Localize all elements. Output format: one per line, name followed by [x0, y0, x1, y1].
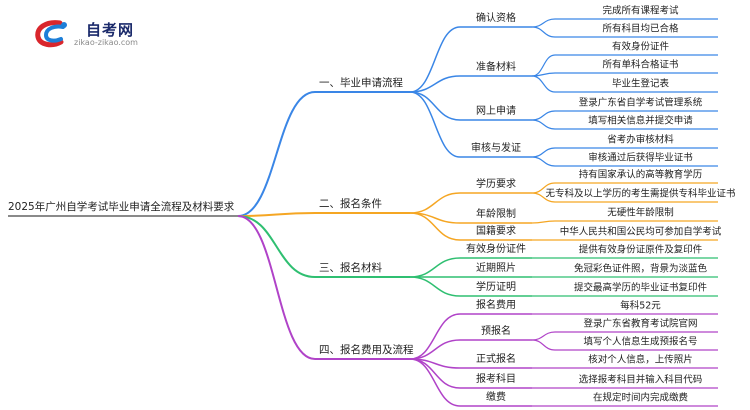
- leaf-label: 在规定时间内完成缴费: [593, 392, 688, 404]
- branch-label: 三、报名材料: [319, 261, 382, 274]
- leaf-connector: [531, 72, 556, 77]
- branch-connector: [237, 91, 316, 217]
- child-label: 预报名: [481, 324, 511, 337]
- branch-label: 一、毕业申请流程: [319, 76, 403, 89]
- leaf-label: 所有科目均已合格: [602, 23, 679, 35]
- logo-url: zikao-zikao.com: [74, 38, 138, 47]
- leaf-label: 省考办审核材料: [607, 134, 674, 146]
- child-connector: [409, 91, 461, 158]
- child-label: 有效身份证件: [466, 242, 526, 255]
- leaf-label: 中华人民共和国公民均可参加自学考试: [560, 226, 722, 238]
- leaf-connector: [531, 119, 556, 130]
- child-connector: [409, 75, 461, 93]
- branch-connector: [237, 215, 316, 278]
- leaf-connector: [531, 147, 556, 158]
- child-label: 审核与发证: [471, 141, 521, 154]
- leaf-label: 免冠彩色证件照，背景为淡蓝色: [574, 263, 708, 275]
- leaf-label: 所有单科合格证书: [602, 59, 679, 71]
- leaf-connector: [531, 192, 556, 203]
- leaf-label: 登录广东省自学考试管理系统: [579, 97, 703, 109]
- child-label: 年龄限制: [476, 207, 516, 220]
- leaf-connector: [531, 75, 556, 93]
- leaf-connector: [531, 26, 556, 38]
- child-connector: [409, 358, 461, 407]
- branch-label: 二、报名条件: [319, 197, 382, 210]
- leaf-label: 持有国家承认的高等教育学历: [579, 169, 703, 181]
- child-connector: [409, 212, 461, 241]
- child-connector: [409, 313, 461, 360]
- leaf-label: 选择报考科目并输入科目代码: [579, 374, 703, 386]
- leaf-connector: [531, 331, 556, 341]
- leaf-label: 登录广东省教育考试院官网: [583, 318, 697, 330]
- child-label: 国籍要求: [476, 224, 516, 237]
- branch-connector: [237, 215, 316, 360]
- leaf-connector: [531, 156, 556, 167]
- leaf-connector: [531, 339, 556, 351]
- branch-label: 四、报名费用及流程: [319, 343, 414, 356]
- root-topic: 2025年广州自学考试毕业申请全流程及材料要求: [8, 200, 235, 213]
- logo-title: 自考网: [86, 21, 135, 39]
- leaf-label: 审核通过后获得毕业证书: [588, 152, 693, 164]
- leaf-connector: [531, 220, 556, 224]
- child-connector: [409, 192, 461, 214]
- child-label: 近期照片: [476, 261, 516, 274]
- child-connector: [409, 257, 461, 278]
- child-label: 缴费: [486, 390, 506, 403]
- leaf-label: 毕业生登记表: [612, 78, 670, 90]
- leaf-label: 完成所有课程考试: [602, 5, 679, 17]
- leaf-label: 填写个人信息生成预报名号: [583, 336, 697, 348]
- child-label: 学历要求: [476, 177, 516, 190]
- child-connector: [409, 91, 461, 121]
- leaf-label: 有效身份证件: [612, 41, 670, 53]
- child-label: 正式报名: [476, 352, 516, 365]
- child-label: 学历证明: [476, 280, 516, 293]
- child-label: 网上申请: [476, 104, 516, 117]
- logo-icon: [35, 20, 67, 48]
- leaf-label: 提供有效身份证原件及复印件: [579, 244, 703, 256]
- child-label: 准备材料: [476, 60, 516, 73]
- leaf-connector: [531, 110, 556, 121]
- child-label: 确认资格: [476, 11, 516, 24]
- leaf-label: 无专科及以上学历的考生需提供专科毕业证书: [545, 188, 736, 200]
- child-label: 报名费用: [476, 298, 516, 311]
- leaf-label: 每科52元: [620, 300, 661, 312]
- branch-connector: [237, 212, 316, 217]
- child-connector: [409, 339, 461, 360]
- leaf-label: 填写相关信息并提交申请: [588, 115, 693, 127]
- leaf-label: 提交最高学历的毕业证书复印件: [574, 282, 708, 294]
- child-label: 报考科目: [476, 372, 516, 385]
- child-connector: [409, 276, 461, 297]
- child-connector: [409, 26, 461, 93]
- leaf-label: 核对个人信息，上传照片: [588, 354, 693, 366]
- leaf-label: 无硬性年龄限制: [607, 207, 674, 219]
- leaf-connector: [531, 18, 556, 28]
- site-logo: 自考网 zikao-zikao.com: [34, 20, 174, 50]
